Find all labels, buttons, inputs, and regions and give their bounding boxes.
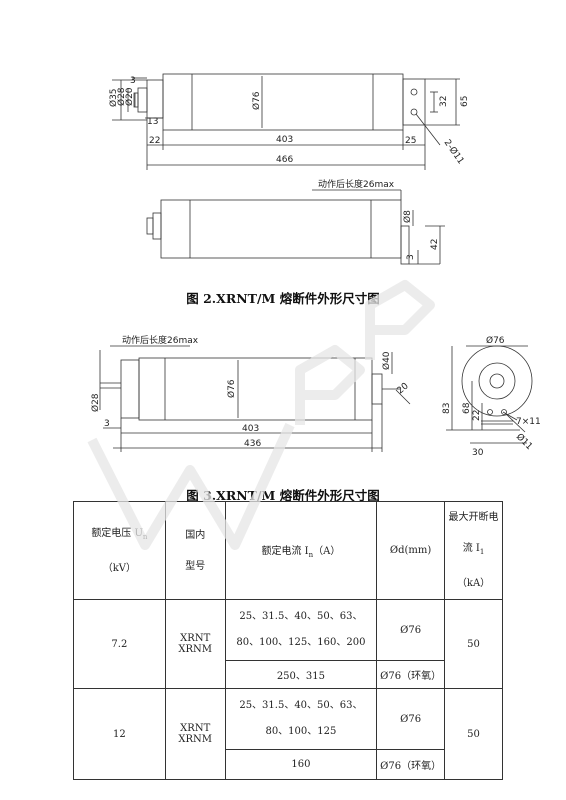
cell-diameter: Ø76	[376, 599, 446, 661]
fig3-dim-d40: Ø40	[381, 351, 392, 370]
fig2-dim-3: 3	[130, 76, 136, 86]
cell-currents: 25、31.5、40、50、63、 80、100、125、160、200	[224, 599, 378, 661]
fig2-dim-d76: Ø76	[251, 91, 262, 110]
cell-model: XRNT XRNM	[164, 599, 226, 689]
fig2-dim-3b: 3	[406, 254, 416, 260]
fig3-dim-slot: 7×11	[516, 417, 541, 427]
fig3-dim-436: 436	[244, 439, 261, 449]
fig2-dim-65: 65	[460, 96, 470, 107]
cell-breaking: 50	[444, 599, 503, 689]
spec-table: 额定电压 Un （kV） 国内 型号 额定电流 In（A） Ød(mm) 最大开…	[73, 501, 503, 780]
cell-voltage: 12	[73, 688, 166, 780]
fig3-dim-d28: Ø28	[90, 393, 101, 412]
fig3-dim-3: 3	[104, 419, 110, 429]
fig3-dim-d76: Ø76	[226, 379, 237, 398]
cell-diameter: Ø76	[376, 688, 446, 750]
fig2-dim-403: 403	[276, 135, 293, 145]
fig3-dim-403: 403	[242, 424, 259, 434]
cell-model: XRNT XRNM	[164, 688, 226, 780]
fig2-dim-22: 22	[149, 136, 160, 146]
fig3-dim-68: 68	[462, 402, 472, 414]
fig3-dim-end-d76: Ø76	[486, 335, 505, 346]
cell-voltage: 7.2	[73, 599, 166, 689]
header-breaking: 最大开断电 流 I1（kA）	[444, 501, 503, 600]
fig3-side-drawing	[99, 345, 411, 452]
fig2-dim-13: 13	[147, 117, 158, 127]
fig2-dim-d8: Ø8	[402, 210, 413, 223]
cell-diameter: Ø76（环氧）	[376, 749, 446, 780]
fig2-dim-42: 42	[430, 239, 440, 250]
header-current: 额定电流 In（A）	[224, 501, 378, 600]
fig2-dim-holes: 2-Ø11	[442, 137, 467, 166]
fig2-dim-25: 25	[405, 136, 416, 146]
fig2-top-drawing	[112, 73, 460, 170]
fig3-note-travel: 动作后长度26max	[122, 334, 199, 346]
header-model: 国内 型号	[164, 501, 226, 600]
table-row: 250、315 Ø76（环氧）	[74, 660, 503, 689]
fig2-caption: 图 2.XRNT/M 熔断件外形尺寸图	[186, 291, 380, 306]
cell-currents: 160	[224, 749, 378, 780]
fig2-bottom-drawing	[146, 189, 445, 265]
fig2-dim-d20: Ø20	[124, 87, 135, 106]
cell-currents: 25、31.5、40、50、63、 80、100、125	[224, 688, 378, 750]
fig2-dim-32: 32	[439, 96, 449, 107]
fig3-dim-20: 20	[396, 381, 411, 396]
cell-breaking: 50	[444, 688, 503, 780]
cell-currents: 250、315	[224, 660, 378, 689]
fig3-dim-83: 83	[442, 403, 452, 414]
fig3-dim-22: 22	[472, 410, 482, 421]
header-voltage: 额定电压 Un （kV）	[73, 501, 166, 600]
table-row: 160 Ø76（环氧）	[74, 749, 503, 780]
cell-diameter: Ø76（环氧）	[376, 660, 446, 689]
fig2-dim-d35: Ø35	[108, 88, 119, 107]
fig3-dim-d11: Ø11	[514, 431, 535, 452]
table-row: 12 XRNT XRNM 25、31.5、40、50、63、 80、100、12…	[73, 688, 503, 780]
fig2-dim-466: 466	[276, 155, 293, 165]
fig2-dim-d28: Ø28	[116, 87, 127, 106]
table-header-row: 额定电压 Un （kV） 国内 型号 额定电流 In（A） Ød(mm) 最大开…	[73, 501, 503, 600]
technical-drawings: 3 Ø35 Ø28 Ø20 13 Ø76 22 403 25 466 32 65…	[90, 73, 541, 458]
header-diameter: Ød(mm)	[376, 501, 446, 600]
fig3-dim-30: 30	[472, 448, 484, 458]
fig2-note-travel: 动作后长度26max	[318, 178, 395, 190]
table-row: 7.2 XRNT XRNM 25、31.5、40、50、63、 80、100、1…	[73, 599, 503, 689]
fig3-end-drawing	[446, 345, 533, 444]
